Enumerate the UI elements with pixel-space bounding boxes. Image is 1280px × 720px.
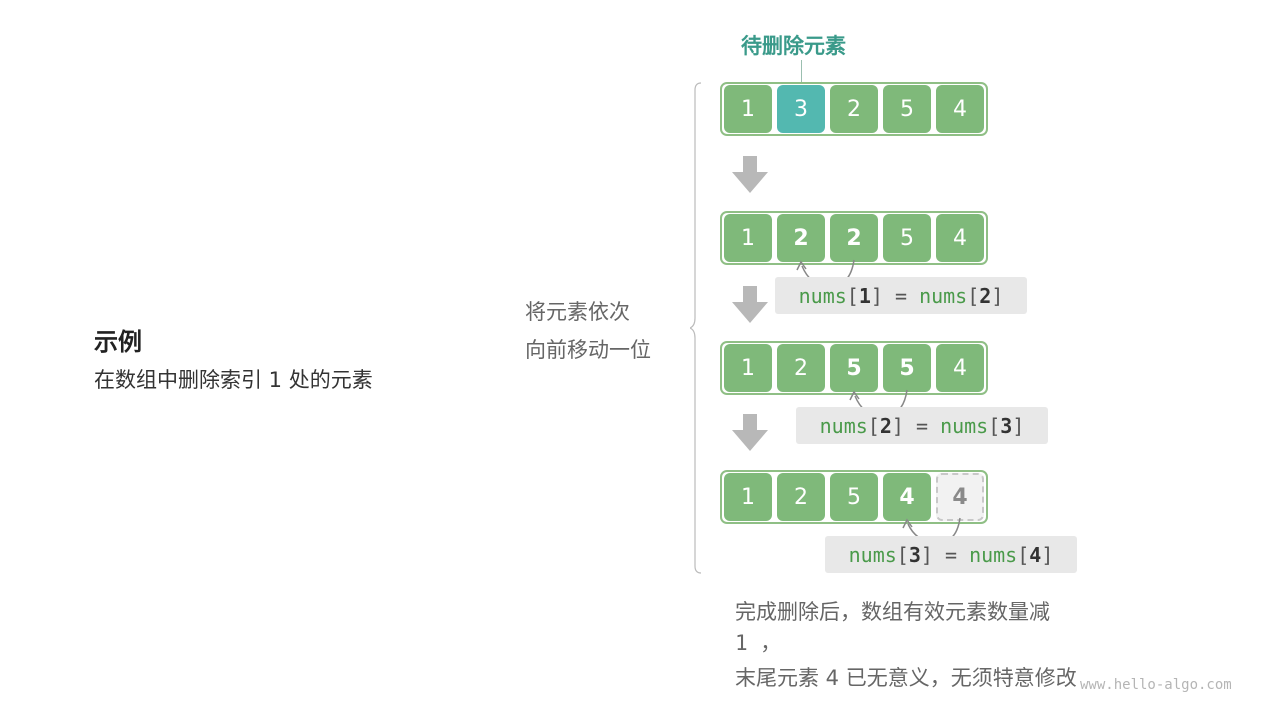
array-cell: 5: [830, 473, 878, 521]
note-line-2: 1 ，: [735, 631, 782, 655]
delete-target-label: 待删除元素: [741, 34, 846, 58]
shift-label-line2: 向前移动一位: [525, 338, 651, 362]
brace-icon: [690, 82, 702, 574]
assignment-code-3: nums[3] = nums[4]: [825, 536, 1077, 573]
array-cell: 1: [724, 85, 772, 133]
note-line-3: 末尾元素 4 已无意义，无须特意修改: [735, 666, 1077, 690]
array-cell-updated: 2: [777, 214, 825, 262]
array-cell: 1: [724, 344, 772, 392]
delete-target-pointer: [801, 60, 802, 86]
watermark: www.hello-algo.com: [1080, 677, 1232, 693]
down-arrow-icon: [732, 414, 768, 451]
array-cell: 4: [936, 344, 984, 392]
array-cell-to-delete: 3: [777, 85, 825, 133]
shift-label-line1: 将元素依次: [525, 300, 630, 324]
array-cell: 2: [777, 344, 825, 392]
array-cell: 5: [883, 214, 931, 262]
example-subtitle: 在数组中删除索引 1 处的元素: [94, 368, 373, 392]
down-arrow-icon: [732, 286, 768, 323]
array-cell-updated: 4: [883, 473, 931, 521]
assignment-code-1: nums[1] = nums[2]: [775, 277, 1027, 314]
example-title: 示例: [94, 328, 142, 356]
array-cell-updated: 5: [830, 344, 878, 392]
array-cell-source: 2: [830, 214, 878, 262]
assignment-code-2: nums[2] = nums[3]: [796, 407, 1048, 444]
array-cell-source: 5: [883, 344, 931, 392]
down-arrow-icon: [732, 156, 768, 193]
note-line-1: 完成删除后，数组有效元素数量减: [735, 600, 1050, 624]
array-cell: 1: [724, 214, 772, 262]
array-cell: 2: [777, 473, 825, 521]
array-cell: 5: [883, 85, 931, 133]
array-cell: 4: [936, 214, 984, 262]
array-cell: 1: [724, 473, 772, 521]
array-cell: 2: [830, 85, 878, 133]
array-cell-stale: 4: [936, 473, 984, 521]
array-cell: 4: [936, 85, 984, 133]
